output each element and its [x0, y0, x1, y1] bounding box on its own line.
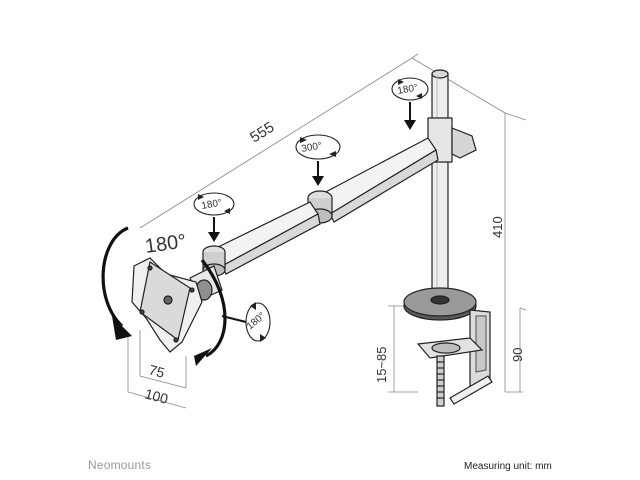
dim-length-label: 555 — [247, 119, 277, 147]
vesa-plate — [131, 257, 203, 353]
tilt-arrowhead-left — [112, 316, 132, 340]
arm-assembly — [189, 137, 439, 301]
svg-text:300°: 300° — [301, 141, 323, 155]
brand-logo-text: Neomounts — [88, 458, 152, 472]
svg-text:180°: 180° — [201, 198, 223, 212]
rotation-badge-mid: 300° — [295, 134, 341, 186]
svg-text:180°: 180° — [397, 83, 419, 97]
rotation-badge-elbow: 180° — [193, 192, 235, 242]
dim-clamp-height-label: 90 — [510, 348, 525, 362]
pole-assembly — [403, 69, 493, 407]
tilt-label: 180° — [144, 230, 188, 258]
rotation-badge-head: 180° — [221, 302, 271, 342]
tilt-arrow — [101, 226, 227, 358]
dim-vesa-small-label: 75 — [147, 361, 166, 381]
dim-pole-height-label: 410 — [490, 216, 505, 238]
rotation-badge-pole: 180° — [391, 77, 429, 130]
dim-desk-range-label: 15~85 — [374, 346, 389, 383]
tilt-arrowhead-right — [194, 348, 212, 366]
dim-vesa-large-label: 100 — [143, 385, 170, 407]
svg-text:180°: 180° — [245, 311, 268, 333]
measuring-unit-note: Measuring unit: mm — [464, 461, 552, 472]
dimension-lines — [127, 53, 527, 409]
